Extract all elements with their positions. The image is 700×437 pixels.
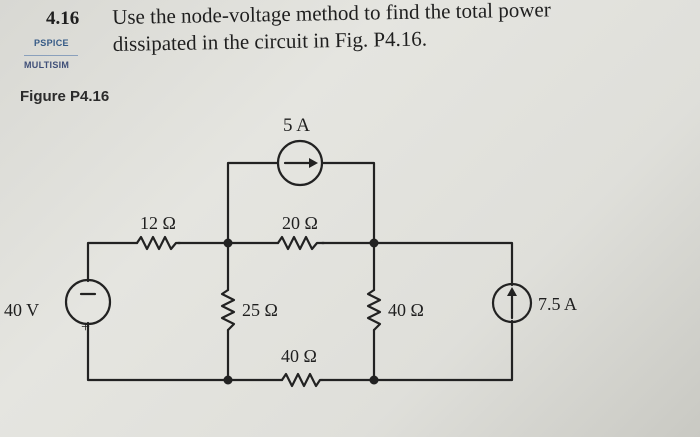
- problem-number: 4.16: [46, 8, 80, 29]
- node-dot-left-bottom: [223, 375, 233, 385]
- voltage-source-40v: [64, 278, 112, 326]
- pspice-tag: PSPICE: [34, 38, 69, 48]
- wire-left-top: [86, 241, 139, 283]
- label-25-ohm: 25 Ω: [242, 300, 278, 320]
- wire-left-bottom: [86, 321, 230, 382]
- wire-top-loop-right: [320, 161, 376, 245]
- label-40v: 40 V: [4, 300, 39, 320]
- current-source-5a: [276, 139, 324, 187]
- current-source-7-5a: [491, 282, 533, 324]
- wire-bottom-right: [372, 319, 514, 382]
- label-40-ohm-mid: 40 Ω: [388, 300, 424, 320]
- label-7-5a: 7.5 A: [538, 294, 577, 314]
- wire-node-to-right: [372, 241, 514, 287]
- label-20-ohm: 20 Ω: [282, 213, 318, 233]
- arrow-head-right-icon: [309, 158, 318, 168]
- resistor-40-bottom: [280, 372, 324, 388]
- resistor-12: [135, 235, 182, 251]
- resistor-25: [220, 288, 236, 332]
- label-12-ohm: 12 Ω: [140, 213, 176, 233]
- resistor-20: [276, 235, 326, 251]
- wire-top-loop-left: [226, 161, 280, 245]
- label-plus-sign: +: [81, 319, 90, 336]
- arrow-head-up-icon: [507, 287, 517, 296]
- resistor-40-mid: [366, 288, 382, 332]
- node-dot-right-bottom: [369, 375, 379, 385]
- tag-divider: [24, 55, 78, 56]
- node-dot-right-top: [369, 238, 379, 248]
- figure-label: Figure P4.16: [20, 88, 110, 105]
- label-40-ohm-bottom: 40 Ω: [281, 346, 317, 366]
- multisim-tag: MULTISIM: [24, 60, 70, 70]
- node-dot-left-top: [223, 238, 233, 248]
- label-5a: 5 A: [283, 115, 310, 136]
